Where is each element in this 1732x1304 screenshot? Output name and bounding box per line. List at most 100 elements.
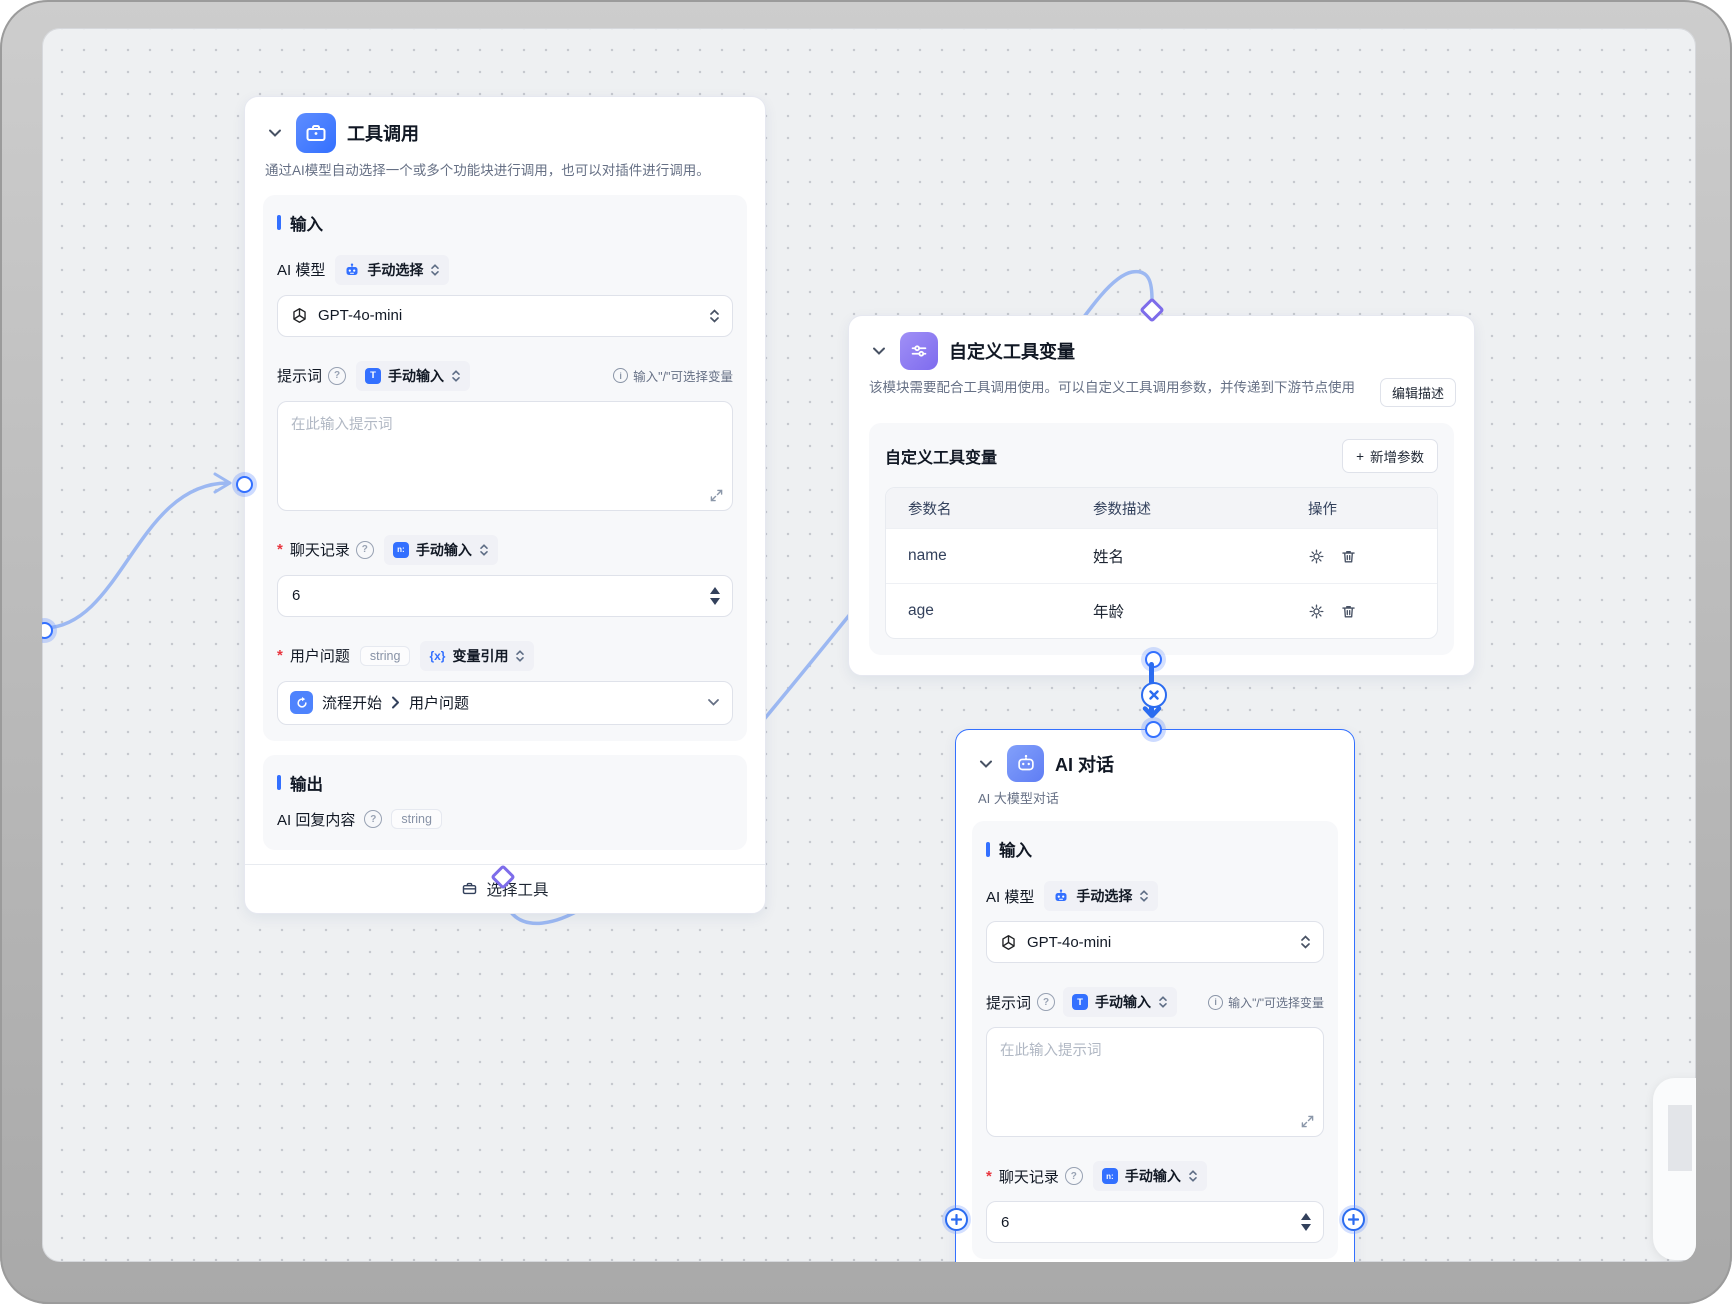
variable-ref-icon: {x}	[429, 648, 446, 663]
ai-model-row: AI 模型 手动选择	[277, 254, 733, 285]
prompt-textarea[interactable]	[986, 1027, 1324, 1137]
history-number-input[interactable]	[277, 574, 733, 617]
step-up-icon[interactable]	[710, 586, 720, 594]
updown-chevron-icon	[1189, 1170, 1197, 1182]
type-badge: string	[359, 645, 411, 666]
text-input-icon: T	[365, 367, 382, 384]
question-row: * 用户问题 string {x} 变量引用	[277, 640, 733, 671]
ai-chat-input-handle[interactable]	[1145, 721, 1162, 738]
robot-icon	[1007, 745, 1044, 782]
help-icon[interactable]: ?	[1037, 993, 1056, 1011]
history-number-input-wrap	[986, 1201, 1324, 1243]
help-icon[interactable]: ?	[328, 366, 347, 385]
prompt-label: 提示词 ?	[277, 365, 347, 386]
collapse-chevron-icon[interactable]	[869, 341, 889, 361]
select-down-icon	[707, 698, 720, 707]
prompt-textarea[interactable]	[277, 400, 733, 511]
section-bar	[986, 841, 990, 857]
model-select-value: GPT-4o-mini	[318, 307, 403, 325]
history-mode-selector[interactable]: n: 手动输入	[1092, 1161, 1207, 1191]
collapse-chevron-icon[interactable]	[976, 754, 996, 774]
expand-icon[interactable]	[1301, 1115, 1314, 1128]
step-down-icon[interactable]	[1301, 1224, 1311, 1231]
input-section-label: 输入	[277, 211, 733, 235]
minimap-panel[interactable]	[1653, 1078, 1696, 1260]
plus-icon: +	[1356, 448, 1364, 464]
help-icon[interactable]: ?	[1064, 1167, 1083, 1185]
required-marker: *	[277, 541, 283, 559]
step-up-icon[interactable]	[1301, 1213, 1311, 1220]
openai-logo-icon	[1002, 934, 1015, 950]
prompt-hint: i 输入"/"可选择变量	[613, 366, 733, 385]
model-select-value: GPT-4o-mini	[1027, 933, 1112, 951]
close-icon	[1149, 690, 1159, 700]
prompt-label: 提示词 ?	[986, 992, 1056, 1013]
custom-vars-node[interactable]: 自定义工具变量 该模块需要配合工具调用使用。可以自定义工具调用参数，并传递到下游…	[848, 315, 1475, 676]
tool-call-node[interactable]: 工具调用 通过AI模型自动选择一个或多个功能块进行调用，也可以对插件进行调用。 …	[244, 96, 766, 914]
prompt-row: 提示词 ? T 手动输入 i 输入"/"可选择变量	[986, 987, 1324, 1017]
output-section-label: 输出	[277, 771, 733, 795]
updown-chevron-icon	[452, 369, 460, 382]
ai-chat-right-connect-handle[interactable]	[1342, 1208, 1365, 1231]
ai-chat-node[interactable]: AI 对话 AI 大模型对话 输入 AI 模型 手动选择 GPT-4o-mini	[955, 729, 1355, 1262]
node-description: 通过AI模型自动选择一个或多个功能块进行调用，也可以对插件进行调用。	[265, 163, 710, 178]
history-row: * 聊天记录 ? n: 手动输入	[986, 1161, 1324, 1191]
node-title: 工具调用	[347, 124, 419, 144]
trash-icon[interactable]	[1340, 603, 1357, 620]
prompt-mode-selector[interactable]: T 手动输入	[1063, 987, 1178, 1017]
gear-icon[interactable]	[1308, 548, 1325, 565]
param-desc: 姓名	[1093, 549, 1125, 566]
prompt-mode-selector[interactable]: T 手动输入	[356, 360, 471, 391]
collapse-chevron-icon[interactable]	[265, 123, 285, 143]
trash-icon[interactable]	[1340, 548, 1357, 565]
gear-icon[interactable]	[1308, 603, 1325, 620]
ai-chat-left-connect-handle[interactable]	[945, 1208, 968, 1231]
panel-header: 自定义工具变量 + 新增参数	[885, 439, 1438, 473]
add-param-button[interactable]: + 新增参数	[1342, 439, 1438, 473]
edit-description-button[interactable]: 编辑描述	[1379, 378, 1456, 407]
output-field-label: AI 回复内容	[277, 811, 356, 829]
question-label: * 用户问题	[277, 647, 350, 666]
table-row: name 姓名	[886, 528, 1437, 583]
model-select[interactable]: GPT-4o-mini	[277, 294, 733, 337]
history-mode-selector[interactable]: n: 手动输入	[383, 534, 498, 565]
variable-field: 用户问题	[409, 695, 470, 713]
help-icon[interactable]: ?	[364, 810, 383, 829]
updown-chevron-icon	[480, 543, 488, 556]
model-select[interactable]: GPT-4o-mini	[986, 921, 1324, 963]
node-description: 该模块需要配合工具调用使用。可以自定义工具调用参数，并传递到下游节点使用	[869, 380, 1355, 395]
step-down-icon[interactable]	[710, 597, 720, 605]
question-variable-select[interactable]: 流程开始 用户问题	[277, 680, 733, 725]
select-updown-icon	[1300, 934, 1311, 950]
model-mode-selector[interactable]: 手动选择	[1044, 881, 1159, 911]
tool-call-input-handle[interactable]	[236, 476, 253, 493]
model-mode-selector[interactable]: 手动选择	[335, 254, 450, 285]
output-field-row: AI 回复内容 ? string	[277, 809, 733, 830]
type-badge: string	[391, 809, 442, 830]
prompt-textarea-wrap	[986, 1027, 1324, 1137]
table-header-row: 参数名 参数描述 操作	[886, 488, 1437, 528]
updown-chevron-icon	[1159, 996, 1167, 1008]
edge-incoming	[43, 481, 230, 630]
required-marker: *	[986, 1167, 992, 1185]
history-number-input[interactable]	[986, 1201, 1324, 1243]
output-section: 输出 AI 回复内容 ? string	[263, 754, 747, 850]
remove-connection-button[interactable]	[1141, 682, 1167, 708]
prompt-row: 提示词 ? T 手动输入 i 输入"/"可选择变量	[277, 360, 733, 391]
number-stepper[interactable]	[710, 575, 720, 617]
custom-vars-desc-row: 该模块需要配合工具调用使用。可以自定义工具调用参数，并传递到下游节点使用 编辑描…	[849, 370, 1474, 407]
chevron-right-icon	[392, 696, 400, 709]
help-icon[interactable]: ?	[355, 540, 374, 559]
required-marker: *	[277, 647, 283, 665]
tool-call-header: 工具调用	[245, 97, 765, 153]
workflow-canvas[interactable]: 工具调用 通过AI模型自动选择一个或多个功能块进行调用，也可以对插件进行调用。 …	[42, 28, 1696, 1262]
node-title: 自定义工具变量	[949, 342, 1075, 362]
input-section: 输入 AI 模型 手动选择 GPT-4o-mini 提示词	[263, 194, 747, 741]
question-mode-selector[interactable]: {x} 变量引用	[420, 640, 535, 671]
number-stepper[interactable]	[1301, 1201, 1311, 1243]
updown-chevron-icon	[431, 263, 440, 276]
minimap-viewport	[1668, 1105, 1692, 1171]
edge-source-handle[interactable]	[42, 622, 53, 639]
params-table: 参数名 参数描述 操作 name 姓名	[885, 487, 1438, 639]
expand-icon[interactable]	[710, 489, 723, 502]
